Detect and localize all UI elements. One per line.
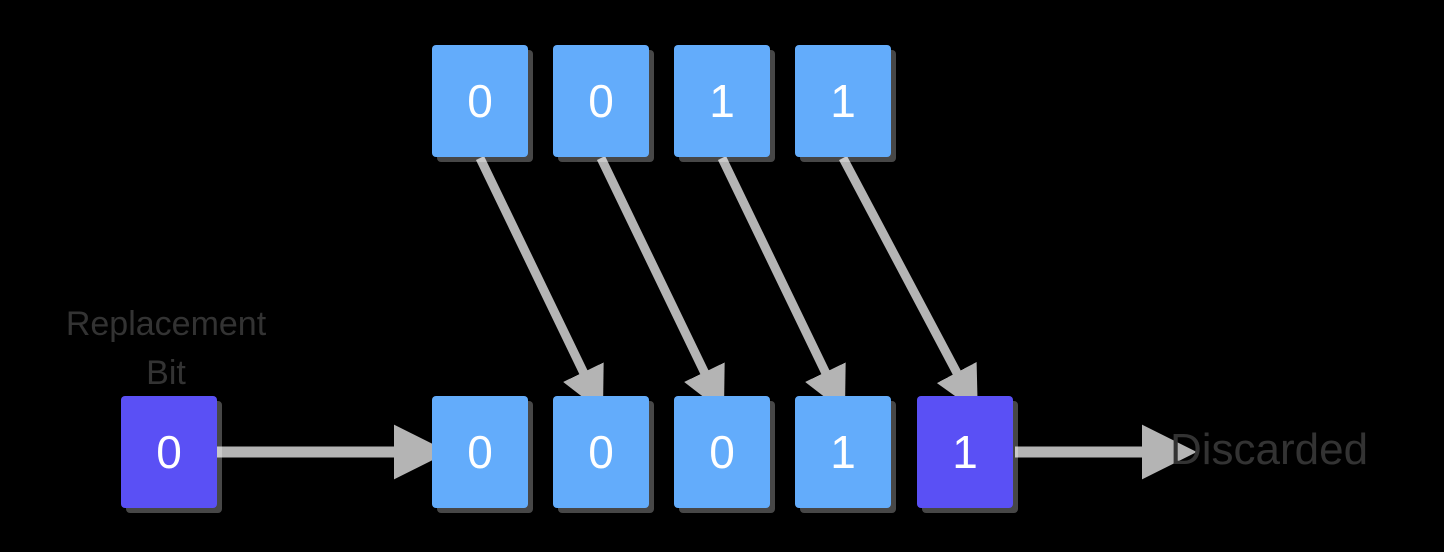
shift-arrow-1 bbox=[475, 156, 604, 413]
discarded-bit-cell[interactable]: 1 bbox=[917, 396, 1013, 508]
bit-value: 1 bbox=[952, 426, 978, 478]
bit-value: 1 bbox=[830, 426, 856, 478]
output-bit-0[interactable]: 0 bbox=[432, 396, 528, 508]
bit-value: 1 bbox=[830, 75, 856, 127]
input-bit-3[interactable]: 1 bbox=[795, 45, 891, 157]
replacement-bit-cell[interactable]: 0 bbox=[121, 396, 217, 508]
shift-arrow-4 bbox=[839, 155, 978, 413]
shift-arrow-2 bbox=[596, 156, 725, 413]
bit-value: 0 bbox=[588, 75, 614, 127]
bit-value: 0 bbox=[467, 75, 493, 127]
bit-value: 0 bbox=[467, 426, 493, 478]
replacement-bit-label: Replacement Bit bbox=[65, 305, 267, 393]
input-bit-0[interactable]: 0 bbox=[432, 45, 528, 157]
connector-group bbox=[215, 155, 1197, 480]
bit-value: 0 bbox=[156, 426, 182, 478]
input-bit-1[interactable]: 0 bbox=[553, 45, 649, 157]
output-bit-2[interactable]: 0 bbox=[674, 396, 770, 508]
bit-value: 0 bbox=[588, 426, 614, 478]
bit-value: 1 bbox=[709, 75, 735, 127]
input-bit-2[interactable]: 1 bbox=[674, 45, 770, 157]
bit-value: 0 bbox=[709, 426, 735, 478]
shift-arrow-3 bbox=[717, 156, 846, 413]
discarded-label: Discarded bbox=[1170, 425, 1369, 474]
output-bit-1[interactable]: 0 bbox=[553, 396, 649, 508]
output-bit-3[interactable]: 1 bbox=[795, 396, 891, 508]
